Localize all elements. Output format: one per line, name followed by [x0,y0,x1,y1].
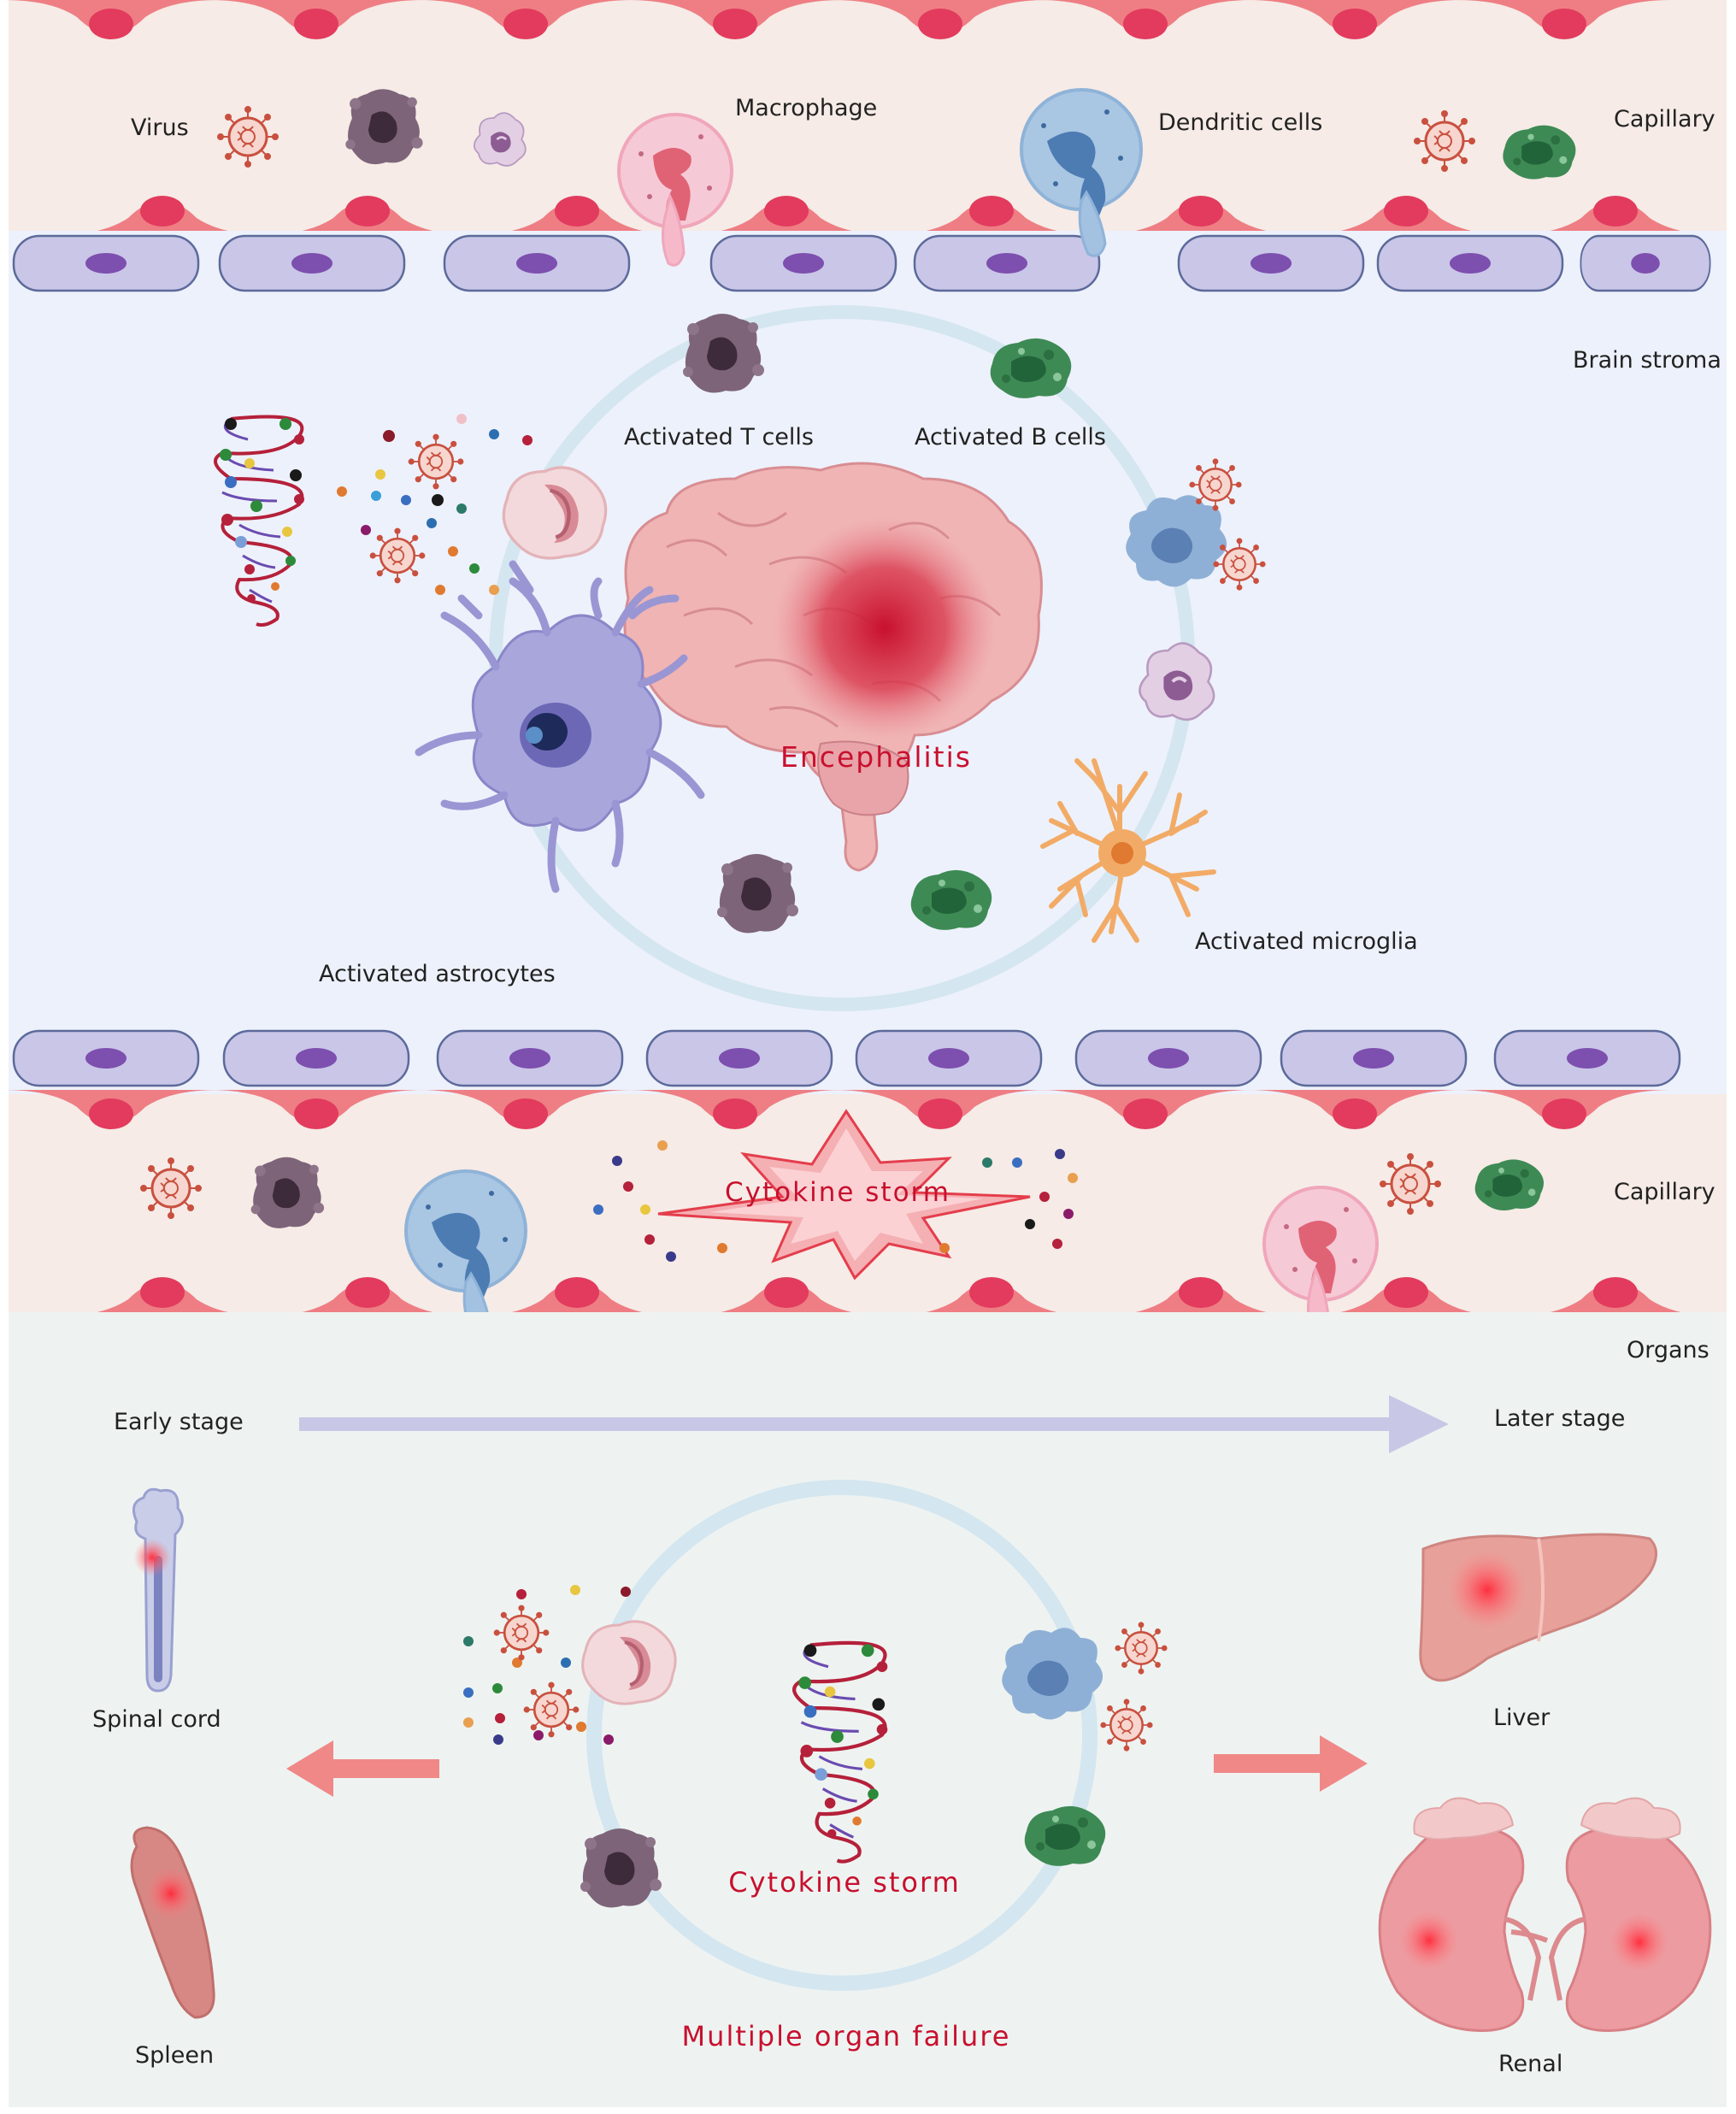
activated-astrocytes-label: Activated astrocytes [319,961,556,987]
virus-icon [1099,1698,1154,1752]
virus-label: Virus [131,115,189,141]
multiple-organ-failure-label: Multiple organ failure [682,2020,1011,2052]
early-stage-label: Early stage [114,1409,244,1435]
microglia-icon [1040,758,1216,943]
virus-icon [216,105,280,168]
liver-label: Liver [1493,1705,1551,1731]
astrocyte-icon [415,560,705,893]
cytokine-storm-bottom-label: Cytokine storm [728,1866,961,1899]
virus-icon [1114,1621,1168,1675]
virus-icon [523,1681,580,1738]
top-capillary [4,0,1727,235]
b-cell-icon [1024,1805,1106,1866]
brain-stroma-label: Brain stroma [1573,347,1721,374]
cytokine-storm-burst [657,1109,1031,1281]
activated-t-cells-label: Activated T cells [624,424,814,450]
liver-icon [1419,1533,1657,1682]
b-cell-icon [1503,125,1576,180]
membrane-row-top [12,234,1711,292]
b-cell-icon [910,869,992,930]
b-cell-icon [1474,1159,1544,1210]
brain-stroma: Encephalitis [9,88,1727,1094]
b-cell-icon [990,338,1072,398]
cytokine-particles [593,1140,1078,1262]
brain-illustration [623,462,1043,872]
cytokine-particles [337,414,533,595]
organs-label: Organs [1627,1337,1710,1363]
labels: Virus Macrophage Dendritic cells Capilla… [92,95,1721,2077]
later-stage-label: Later stage [1494,1405,1625,1432]
stage-arrow [299,1395,1449,1453]
spinal-cord-icon [132,1487,184,1693]
left-arrow [286,1740,439,1797]
rb-cell-icon [580,1619,678,1706]
cytokine-particles [463,1585,631,1745]
virus-icon [1379,1152,1442,1216]
virus-icon [493,1605,550,1661]
encephalitis-label: Encephalitis [780,740,972,774]
activated-b-cells-label: Activated B cells [915,424,1106,450]
virus-icon [408,433,464,490]
macrophage-label: Macrophage [735,95,877,121]
spleen-icon [130,1826,215,2019]
organ-ring [586,1480,1098,1991]
kidney-icon [1378,1797,1712,2032]
dendritic-cells-label: Dendritic cells [1158,109,1322,136]
right-arrow [1214,1735,1368,1792]
cytokine-storm-mid-label: Cytokine storm [725,1177,950,1208]
spinal-cord-label: Spinal cord [92,1706,221,1733]
activated-microglia-label: Activated microglia [1195,928,1418,955]
virus-icon [139,1157,203,1220]
virus-icon [1188,457,1243,512]
virus-icon [369,527,426,584]
virus-icon [1413,109,1476,173]
renal-label: Renal [1498,2051,1562,2077]
virus-icon [1212,537,1267,592]
capillary-bottom-label: Capillary [1614,1179,1715,1205]
capillary-top-label: Capillary [1614,106,1715,132]
bottom-capillary: Cytokine storm [4,1090,1727,1340]
organs-section: Cytokine storm Multiple organ failure [9,1312,1727,2107]
rb-cell-icon [503,468,605,558]
spleen-label: Spleen [135,2042,214,2069]
